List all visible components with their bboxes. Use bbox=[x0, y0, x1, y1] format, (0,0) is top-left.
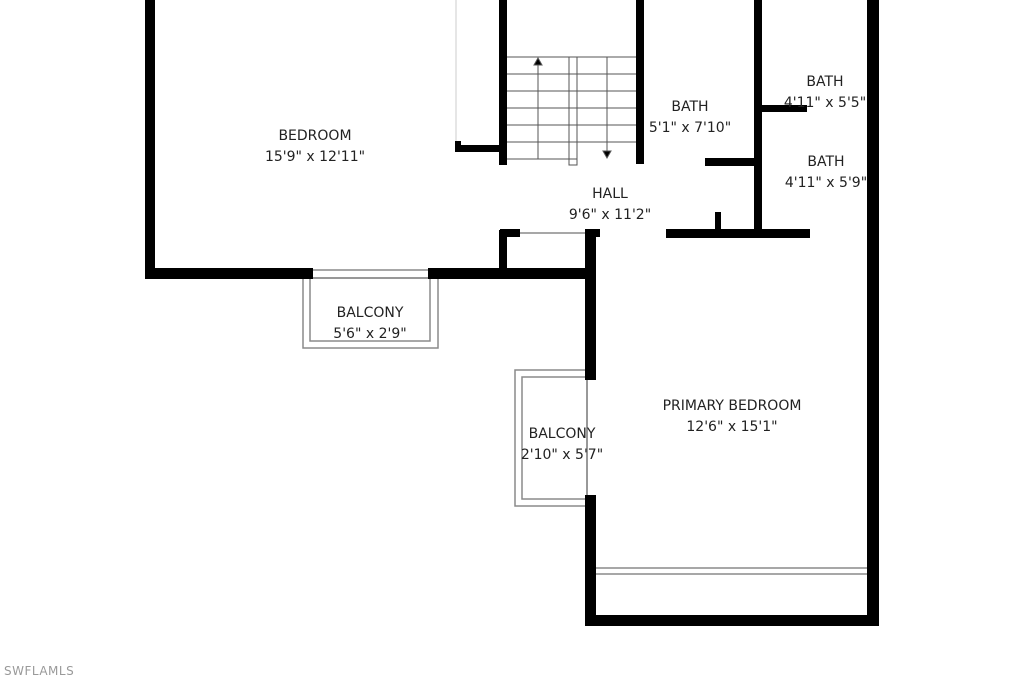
balcony-outlines bbox=[302, 232, 867, 575]
room-dimensions: 12'6" x 15'1" bbox=[686, 419, 778, 435]
room-bedroom: BEDROOM 15'9" x 12'11" bbox=[265, 126, 365, 168]
room-name: BATH bbox=[807, 154, 845, 170]
room-name: PRIMARY BEDROOM bbox=[662, 398, 802, 414]
room-dimensions: 5'6" x 2'9" bbox=[333, 326, 407, 342]
watermark: SWFLAMLS bbox=[4, 664, 75, 678]
room-bath-3: BATH 4'11" x 5'9" bbox=[785, 152, 867, 194]
room-bath-1: BATH 5'1" x 7'10" bbox=[649, 97, 731, 139]
room-dimensions: 9'6" x 11'2" bbox=[568, 207, 652, 223]
room-name: HALL bbox=[592, 186, 628, 202]
room-dimensions: 2'10" x 5'7" bbox=[520, 447, 604, 463]
room-name: BALCONY bbox=[336, 305, 404, 321]
room-balcony-1: BALCONY 5'6" x 2'9" bbox=[333, 303, 406, 345]
room-dimensions: 4'11" x 5'9" bbox=[784, 175, 868, 191]
room-dimensions: 5'1" x 7'10" bbox=[648, 120, 732, 136]
room-bath-2: BATH 4'11" x 5'5" bbox=[784, 72, 866, 114]
room-name: BATH bbox=[671, 99, 709, 115]
room-dimensions: 4'11" x 5'5" bbox=[783, 95, 867, 111]
room-hall: HALL 9'6" x 11'2" bbox=[569, 184, 651, 226]
room-dimensions: 15'9" x 12'11" bbox=[264, 149, 366, 165]
room-name: BEDROOM bbox=[278, 128, 352, 144]
room-primary-bedroom: PRIMARY BEDROOM 12'6" x 15'1" bbox=[663, 396, 802, 438]
staircase bbox=[455, 0, 636, 166]
walls bbox=[145, 0, 879, 626]
room-name: BATH bbox=[806, 74, 844, 90]
room-name: BALCONY bbox=[528, 426, 596, 442]
room-balcony-2: BALCONY 2'10" x 5'7" bbox=[521, 424, 603, 466]
